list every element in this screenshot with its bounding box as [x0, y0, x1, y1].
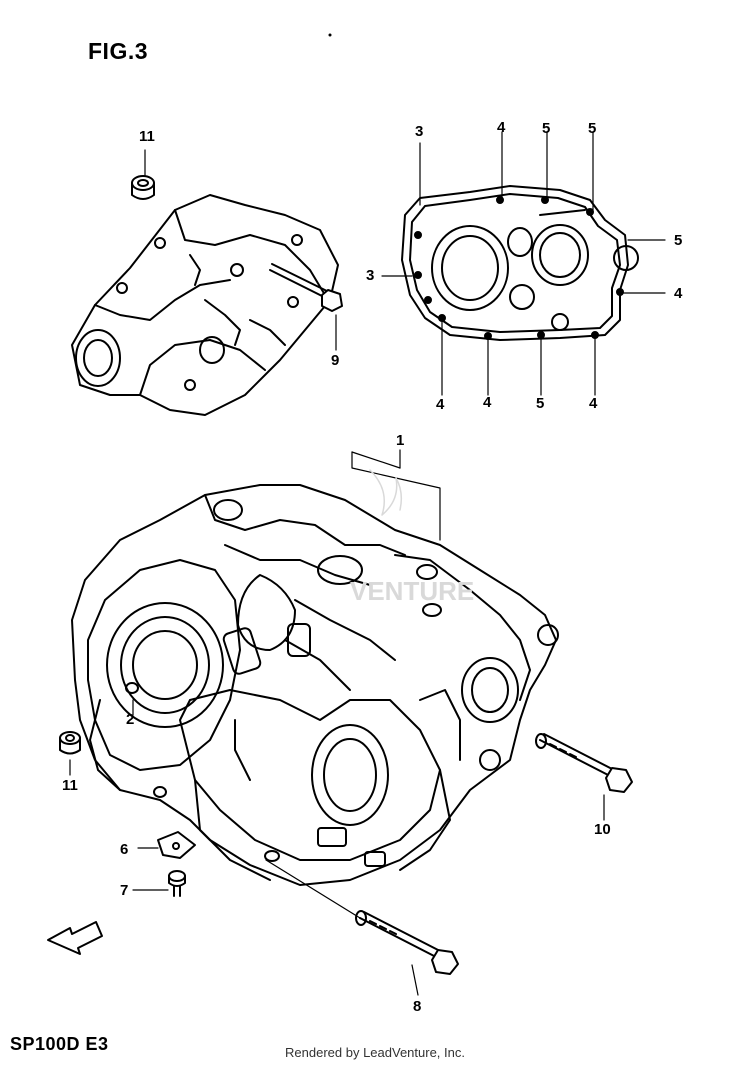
callout-9: 9: [331, 352, 340, 369]
callout-5-top-left: 5: [542, 120, 551, 137]
callout-11-top: 11: [139, 128, 155, 145]
callout-2: 2: [126, 711, 135, 728]
nut-11-bottom: [59, 731, 81, 755]
nut-11-top: [131, 175, 155, 200]
bolt-9: [269, 263, 343, 312]
callout-3-top: 3: [415, 123, 424, 140]
bolt-10: [535, 733, 633, 793]
bolt-8: [355, 910, 459, 975]
callout-4-bottom-b: 4: [483, 394, 492, 411]
watermark-text: VENTURE: [350, 576, 474, 606]
watermark-logo: [369, 469, 403, 516]
model-code: SP100D E3: [10, 1034, 109, 1054]
callout-6: 6: [120, 841, 129, 858]
footer-credit: Rendered by LeadVenture, Inc.: [285, 1045, 465, 1060]
callout-7: 7: [120, 882, 129, 899]
callout-11-bottom: 11: [62, 777, 78, 794]
crankcase-cover: [71, 194, 339, 416]
crankcase: [71, 484, 559, 886]
callout-4-bottom-c: 4: [589, 395, 598, 412]
callout-5-right: 5: [674, 232, 683, 249]
gasket: [401, 185, 639, 341]
plate-6: [157, 831, 196, 859]
figure-label: FIG.3: [88, 38, 149, 64]
callout-3-left: 3: [366, 267, 375, 284]
callout-4-bottom-a: 4: [436, 396, 445, 413]
callout-5-top-right: 5: [588, 120, 597, 137]
callout-8: 8: [413, 998, 422, 1015]
callout-4-top: 4: [497, 119, 506, 136]
callout-10: 10: [594, 821, 611, 838]
callout-5-bottom: 5: [536, 395, 545, 412]
callout-4-right: 4: [674, 285, 683, 302]
fwd-arrow-icon: [47, 921, 103, 955]
screw-7: [168, 870, 186, 897]
callout-1: 1: [396, 432, 405, 449]
